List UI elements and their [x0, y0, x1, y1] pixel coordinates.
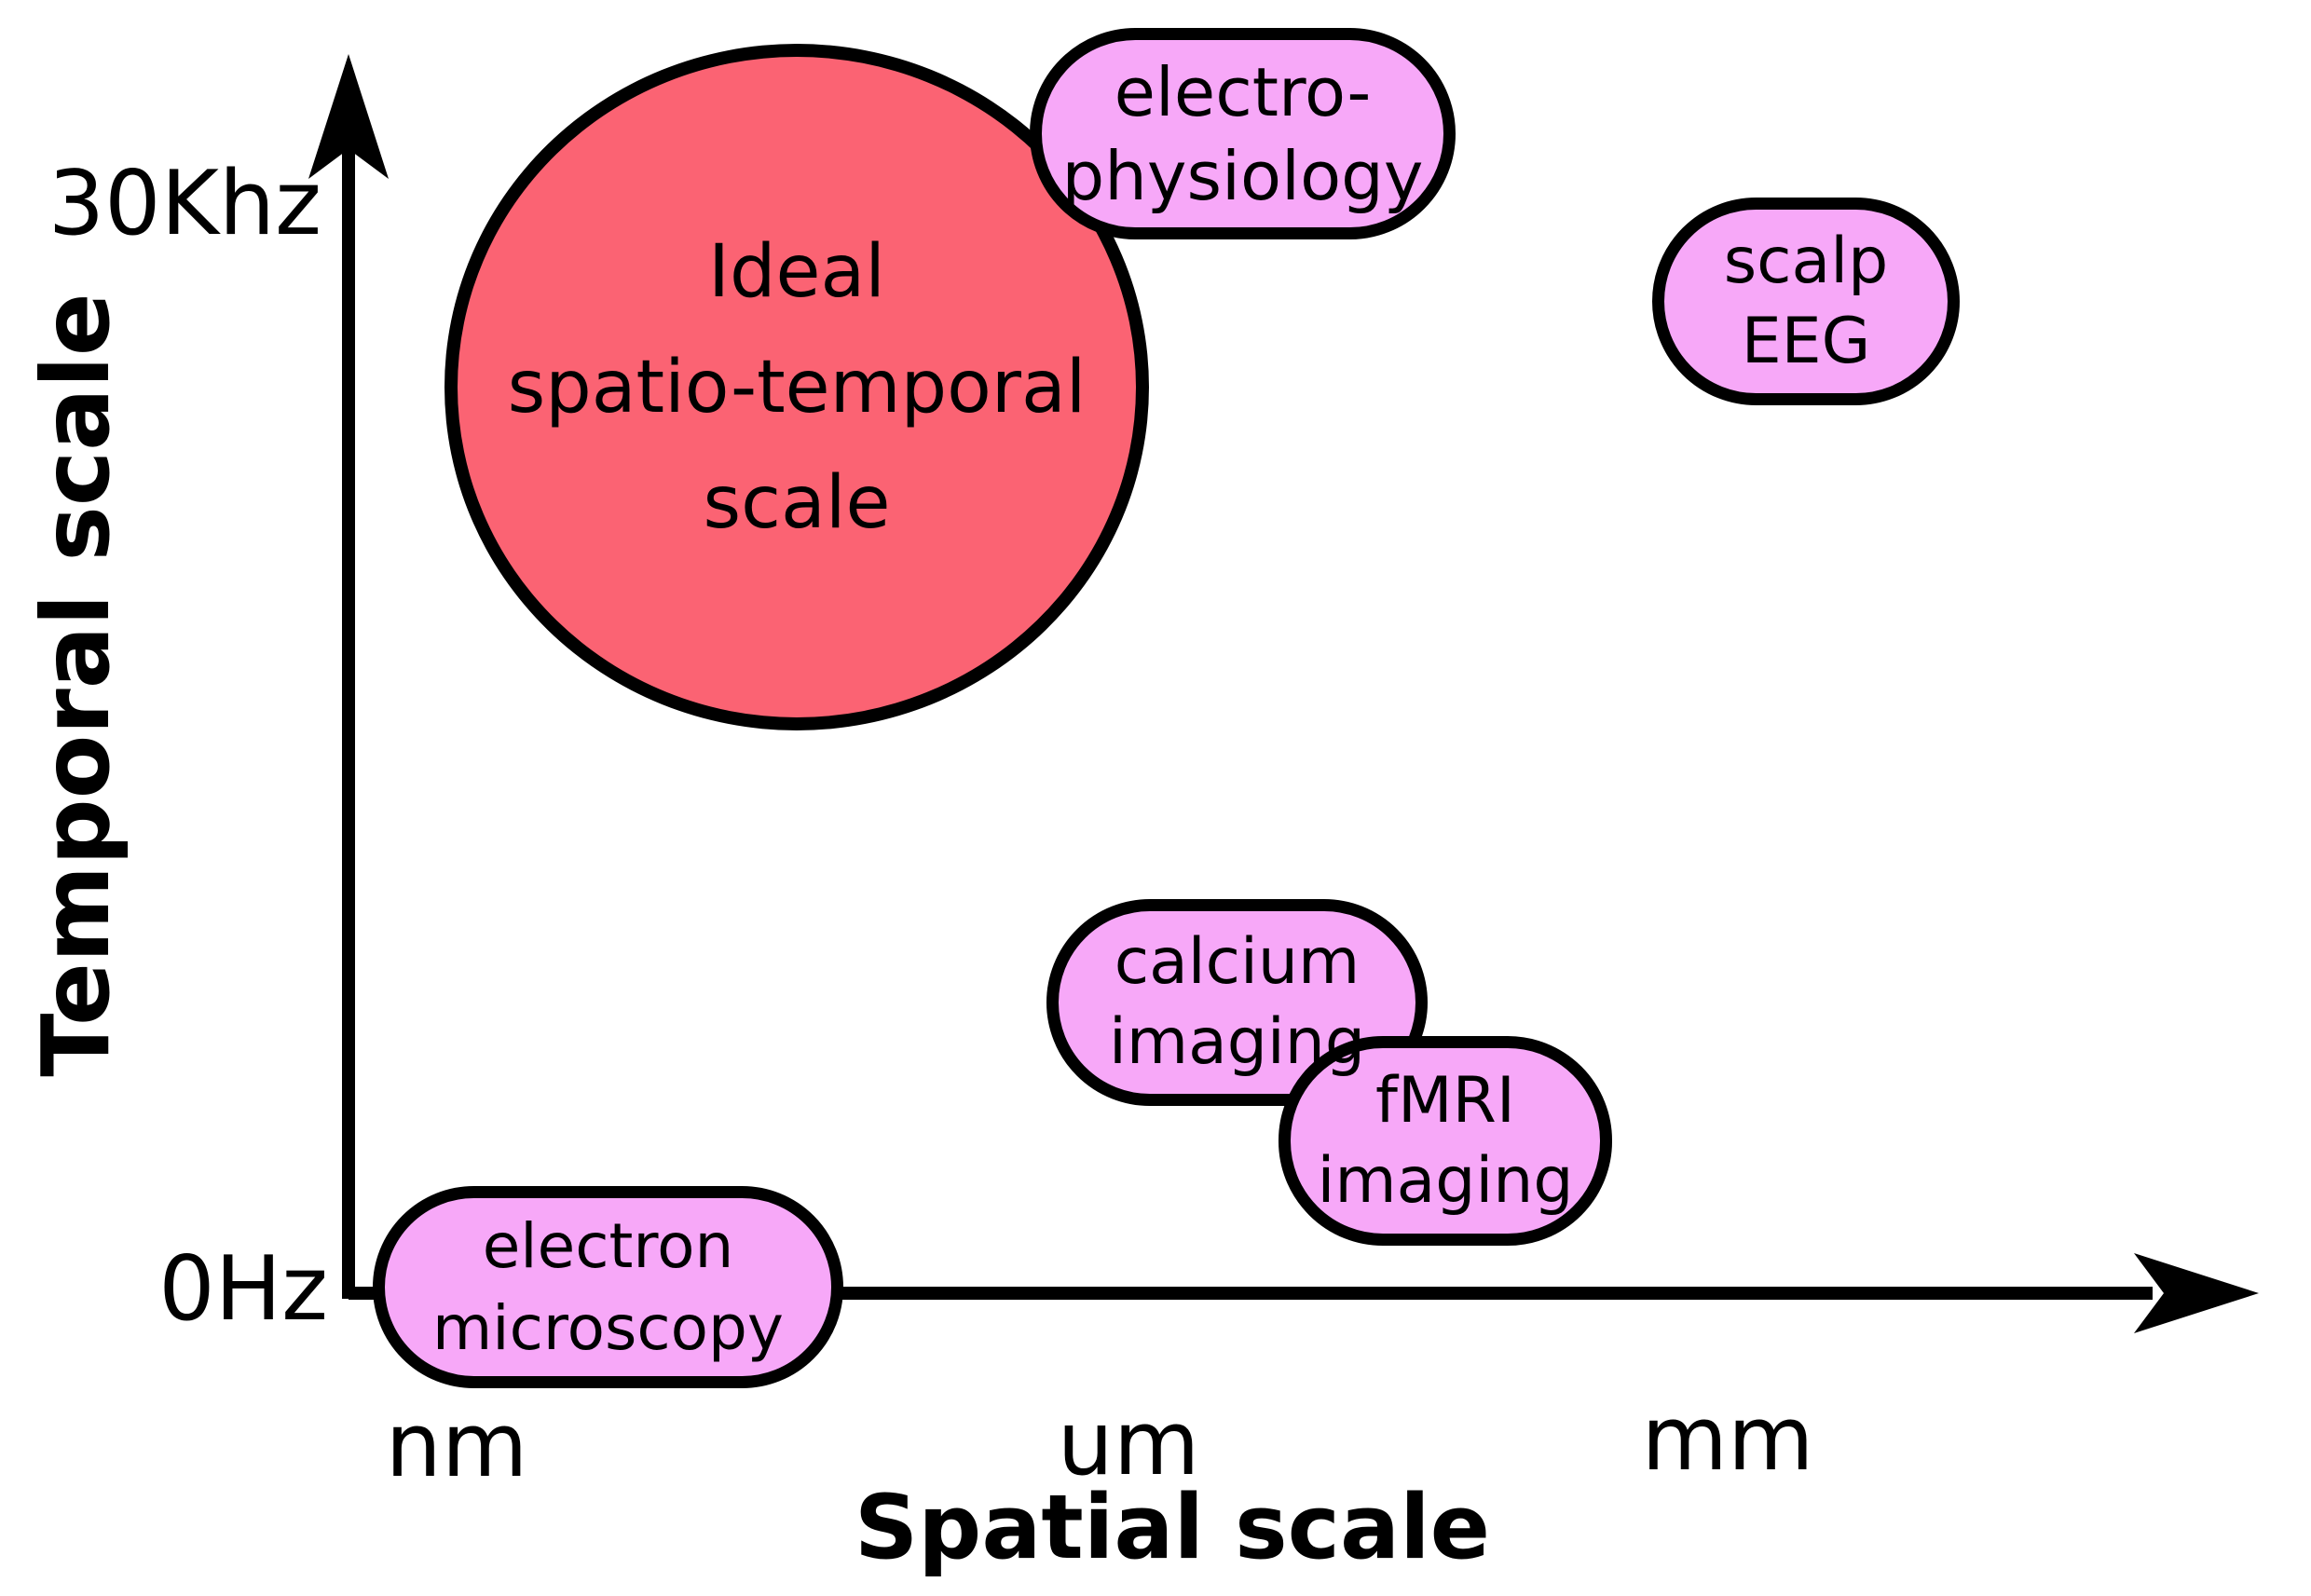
- bubble-fmri-imaging-line1: fMRI: [1375, 1063, 1515, 1138]
- bubble-electron-microscopy-label: electron microscopy: [373, 1186, 843, 1388]
- ideal-region-label-line3: scale: [703, 460, 891, 545]
- bubble-calcium-imaging-label: calcium imaging: [1046, 899, 1428, 1106]
- bubble-scalp-eeg-line2: EEG: [1741, 304, 1871, 378]
- bubble-calcium-imaging-line1: calcium: [1114, 925, 1361, 999]
- bubble-fmri-imaging: [1279, 1036, 1612, 1246]
- ideal-region-label-line1: Ideal: [708, 229, 885, 314]
- bubble-electrophysiology: [1030, 28, 1456, 239]
- y-axis-min-tick-label: 0Hz: [158, 1238, 328, 1341]
- bubble-scalp-eeg-label: scalp EEG: [1652, 198, 1960, 405]
- bubble-scalp-eeg-line1: scalp: [1723, 224, 1889, 298]
- bubble-electrophysiology-label: electro- physiology: [1030, 28, 1456, 239]
- bubble-fmri-imaging-line2: imaging: [1317, 1143, 1574, 1218]
- x-axis-tick-nm: nm: [385, 1395, 528, 1497]
- x-axis-tick-um: um: [1057, 1393, 1200, 1495]
- x-axis-title: Spatial scale: [854, 1477, 1491, 1579]
- ideal-region-label-line2: spatio-temporal: [507, 345, 1087, 430]
- bubble-electrophysiology-line1: electro-: [1114, 52, 1372, 131]
- x-axis-arrowhead-icon: [2134, 1253, 2259, 1333]
- bubble-electron-microscopy-line2: microscopy: [432, 1291, 784, 1364]
- bubble-calcium-imaging-line2: imaging: [1108, 1005, 1366, 1079]
- y-axis-max-tick-label: 30Khz: [48, 153, 321, 255]
- bubble-electron-microscopy-line1: electron: [482, 1209, 734, 1282]
- bubble-electrophysiology-line2: physiology: [1061, 136, 1424, 215]
- y-axis-title: Temporal scale: [21, 293, 130, 1077]
- x-axis-tick-mm: mm: [1641, 1388, 1814, 1491]
- y-axis-arrowhead-icon: [308, 54, 389, 179]
- bubble-fmri-imaging-label: fMRI imaging: [1279, 1036, 1612, 1246]
